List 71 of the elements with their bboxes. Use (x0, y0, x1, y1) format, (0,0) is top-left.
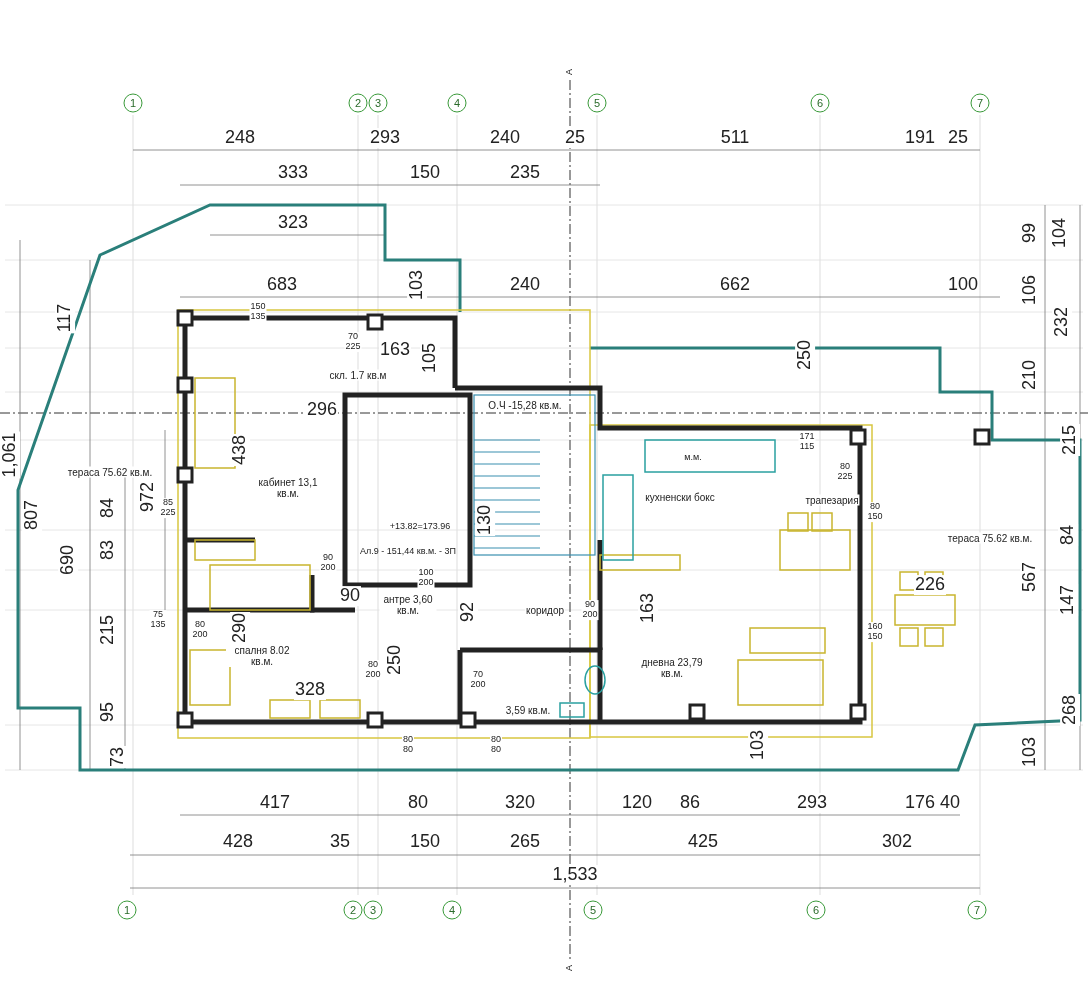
axis-number: 4 (442, 900, 462, 920)
dimension-value: 215 (1060, 424, 1080, 456)
room-label: скл. 1.7 кв.м (328, 369, 388, 381)
dimension-value: 103 (748, 729, 768, 761)
door-size: 75 135 (149, 610, 167, 630)
dimension-value: 103 (407, 269, 427, 301)
dimension-value: 250 (795, 339, 815, 371)
dimension-value: 90 (339, 586, 361, 606)
door-size: 70 225 (344, 332, 362, 352)
axis-number: 5 (587, 93, 607, 113)
plan-note: м.м. (683, 453, 703, 463)
room-label: трапезария (804, 494, 860, 506)
dimension-value: 232 (1052, 306, 1072, 338)
dimension-value: 25 (564, 128, 586, 148)
section-marker: A (565, 68, 575, 76)
door-size: 100 200 (417, 568, 435, 588)
axis-number: 7 (970, 93, 990, 113)
dimension-value: 226 (914, 575, 946, 595)
plan-note: Ал.9 - 151,44 кв.м. - 3П (358, 547, 458, 557)
axis-number: 5 (583, 900, 603, 920)
dimension-value: 117 (55, 302, 75, 334)
axis-number: 7 (967, 900, 987, 920)
axis-number: 2 (343, 900, 363, 920)
axis-number: 6 (810, 93, 830, 113)
door-size: 80 225 (836, 462, 854, 482)
axis-number: 1 (117, 900, 137, 920)
axis-number: 6 (806, 900, 826, 920)
dimension-value: 293 (796, 793, 828, 813)
dimension-value: 130 (475, 504, 495, 536)
door-size: 85 225 (159, 498, 177, 518)
door-size: 171 115 (798, 432, 816, 452)
dimension-value: 438 (230, 434, 250, 466)
door-size: 150 135 (249, 302, 267, 322)
dimension-value: 84 (1058, 524, 1078, 546)
door-size: 80 150 (866, 502, 884, 522)
door-size: 80 80 (402, 735, 414, 755)
dimension-value: 807 (22, 499, 42, 531)
section-marker: A (565, 964, 575, 972)
axis-number: 3 (363, 900, 383, 920)
dimension-value: 268 (1060, 694, 1080, 726)
door-size: 80 200 (364, 660, 382, 680)
door-size: 80 200 (191, 620, 209, 640)
dimension-value: 293 (369, 128, 401, 148)
dimension-value: 1,061 (0, 431, 20, 479)
dimension-value: 567 (1020, 561, 1040, 593)
dimension-value: 290 (230, 612, 250, 644)
dimension-value: 147 (1058, 584, 1078, 616)
dimension-value: 163 (638, 592, 658, 624)
dimension-value: 92 (458, 601, 478, 623)
room-label: 3,59 кв.м. (504, 704, 552, 716)
axis-number: 4 (447, 93, 467, 113)
dimension-value: 73 (108, 746, 128, 768)
room-label: тераса 75.62 кв.м. (66, 466, 154, 478)
room-label: кабинет 13,1 кв.м. (256, 477, 320, 499)
axis-number: 2 (348, 93, 368, 113)
axis-number: 3 (368, 93, 388, 113)
door-size: 160 150 (866, 622, 884, 642)
dimension-value: 105 (420, 342, 440, 374)
room-label: тераса 75.62 кв.м. (946, 532, 1034, 544)
door-size: 90 200 (319, 553, 337, 573)
room-label: кухненски бокс (644, 491, 716, 503)
axis-number: 1 (123, 93, 143, 113)
dimension-value: 328 (294, 680, 326, 700)
door-size: 80 80 (490, 735, 502, 755)
room-label: О.Ч -15,28 кв.м. (487, 399, 563, 411)
dimension-value: 690 (58, 544, 78, 576)
door-size: 70 200 (469, 670, 487, 690)
dimension-value: 1,533 (551, 865, 599, 885)
room-label: антре 3,60 кв.м. (379, 594, 437, 616)
door-size: 90 200 (581, 600, 599, 620)
plan-note: +13.82=173.96 (388, 522, 452, 532)
